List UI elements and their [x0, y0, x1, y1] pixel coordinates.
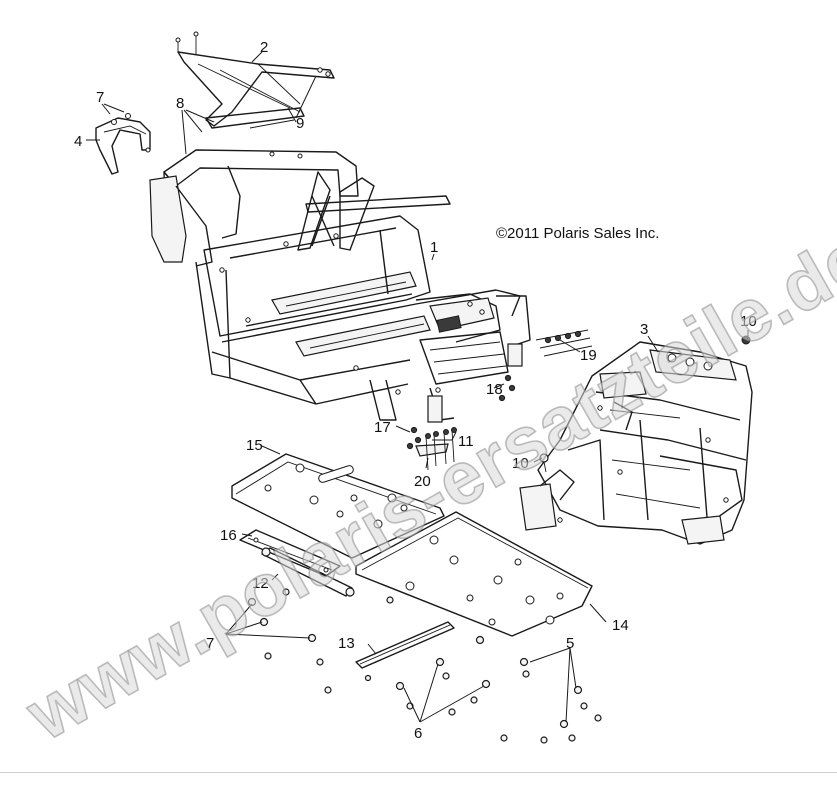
callout-11: 11 — [458, 433, 474, 450]
part-2-upper-bar — [175, 31, 335, 129]
fasteners-part-7 — [247, 588, 394, 694]
callout-18: 18 — [486, 381, 503, 398]
callout-10-lower: 10 — [512, 455, 529, 472]
fastener-stack-19 — [535, 329, 593, 357]
part-13-strip — [355, 621, 455, 669]
callout-9: 9 — [296, 115, 304, 132]
callout-8: 8 — [176, 95, 184, 112]
part-10-fastener-upper — [741, 335, 751, 345]
leader-lines — [86, 51, 749, 723]
callout-16: 16 — [220, 527, 237, 544]
callout-20: 20 — [414, 473, 431, 490]
callout-13: 13 — [338, 635, 355, 652]
callout-15: 15 — [246, 437, 263, 454]
part-20-plate-and-bolts-11 — [415, 427, 457, 471]
part-15-rear-skid-plate — [231, 453, 445, 559]
fastener-stack-17 — [406, 395, 443, 450]
fasteners-part-6 — [395, 657, 491, 716]
callout-19: 19 — [580, 347, 597, 364]
part-4-bracket — [95, 113, 151, 175]
fasteners-part-5 — [475, 635, 602, 744]
callout-4: 4 — [74, 133, 82, 150]
callout-labels: 2 7 4 8 9 1 3 10 19 18 17 11 20 10 15 16… — [74, 39, 757, 742]
callout-10-upper: 10 — [740, 313, 757, 330]
watermark-text: www.polaris-ersatzteile.de — [12, 215, 837, 757]
part-14-front-skid-plate — [355, 511, 593, 637]
callout-2: 2 — [260, 39, 268, 56]
bottom-divider — [0, 772, 837, 773]
callout-17: 17 — [374, 419, 391, 436]
fastener-stack-18 — [498, 343, 523, 402]
copyright-notice: ©2011 Polaris Sales Inc. — [496, 225, 659, 242]
part-12-bar — [261, 547, 355, 597]
callout-12: 12 — [252, 575, 269, 592]
callout-7-top: 7 — [96, 89, 104, 106]
callout-14: 14 — [612, 617, 629, 634]
part-1-main-frame — [149, 149, 531, 421]
callout-3: 3 — [640, 321, 648, 338]
callout-5: 5 — [566, 635, 574, 652]
part-10-fastener-lower — [539, 453, 549, 473]
callout-1: 1 — [430, 239, 438, 256]
part-16-strap-bracket — [239, 529, 341, 577]
callout-6: 6 — [414, 725, 422, 742]
callout-7-bottom: 7 — [206, 635, 214, 652]
part-3-front-frame — [519, 341, 753, 545]
